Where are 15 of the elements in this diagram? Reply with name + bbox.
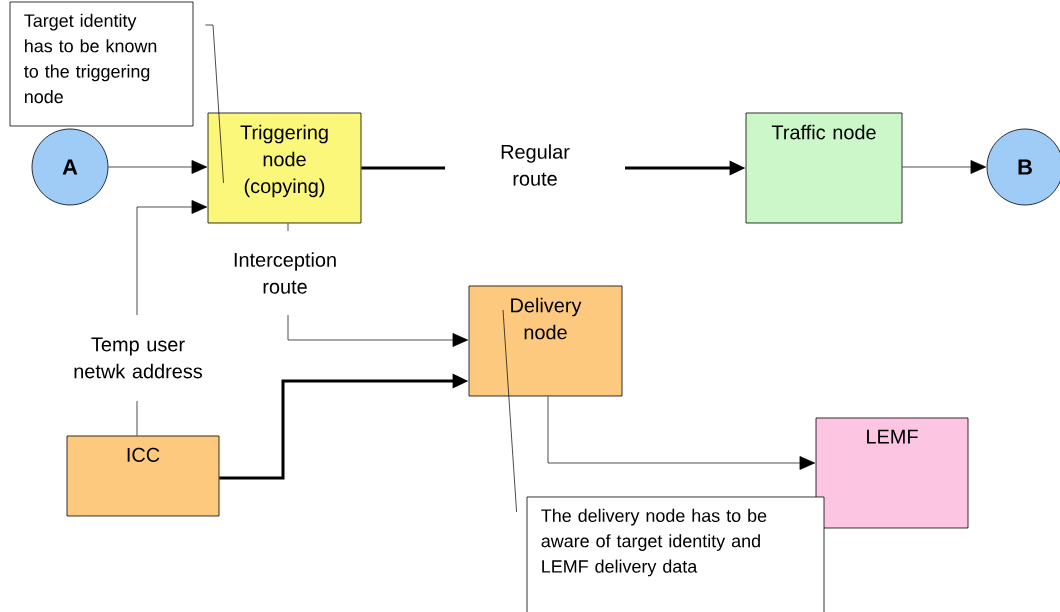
edge-label: Temp user netwk address xyxy=(74,337,203,379)
process-box: Traffic node xyxy=(745,112,903,224)
process-box: ICC xyxy=(66,435,220,517)
process-box: LEMF xyxy=(815,417,969,529)
process-box: Triggering node (copying) xyxy=(207,112,362,224)
leader-line xyxy=(205,24,224,184)
process-box: Delivery node xyxy=(468,285,623,397)
leader-line xyxy=(502,309,517,513)
callout-box: Target identity has to be known to the triggering node xyxy=(9,1,194,127)
callout-box: The delivery node has to be aware of target identity and LEMF delivery data xyxy=(526,496,825,612)
arrow xyxy=(108,160,208,174)
edge-label: Interception route xyxy=(234,252,336,294)
arrow xyxy=(547,396,816,470)
edge-label: Regular route xyxy=(501,144,570,186)
arrow xyxy=(902,160,987,174)
